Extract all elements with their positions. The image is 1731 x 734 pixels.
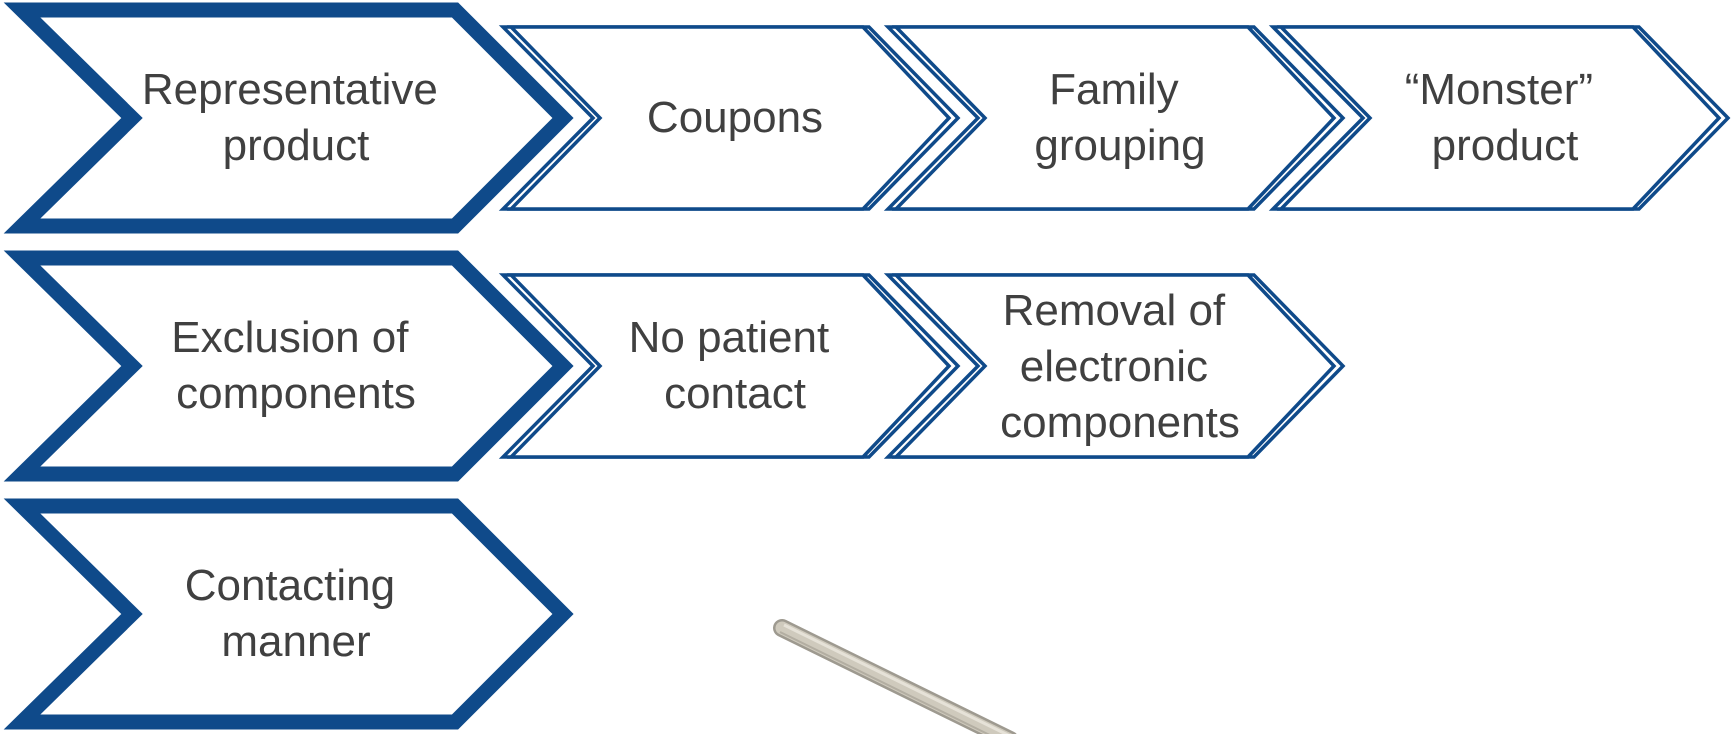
rod-device-photo [773, 619, 1017, 734]
chevron-exclusion-of-components: Exclusion of components [3, 250, 574, 482]
chevron-label-line: components [1000, 398, 1240, 447]
svg-text:No patient contact: No patient contact [629, 313, 842, 418]
chevron-label-line: product [223, 121, 370, 170]
svg-text:Removal of electronic: Removal of electronic components [1000, 286, 1240, 447]
chevron-label-line: Contacting [185, 561, 395, 610]
svg-text:Exclusion of components: Exclusion of components [171, 313, 420, 418]
svg-text:Contacting manner: Contacting manner [185, 561, 408, 666]
chevron-label-line: grouping [1034, 121, 1205, 170]
chevron-label-line: manner [221, 617, 370, 666]
chevron-no-patient-contact: No patient contact [498, 273, 961, 459]
svg-text:Representative product: Representative product [142, 65, 450, 170]
chevron-label-line: Representative [142, 65, 438, 114]
chevron-representative-product: Representative product [3, 2, 574, 234]
chevron-contacting-manner: Contacting manner [3, 498, 574, 730]
chevron-label-line: “Monster” [1405, 65, 1593, 114]
chevron-label-line: product [1432, 121, 1579, 170]
chevron-family-grouping: Family grouping [883, 25, 1346, 211]
chevron-removal-of-electronic-components: Removal of electronic components [883, 273, 1346, 459]
chevron-label-line: components [176, 369, 416, 418]
chevron-label-line: Exclusion of [171, 313, 409, 362]
svg-text:“Monster” product: “Monster” product [1405, 65, 1605, 170]
chevron-label-line: electronic [1020, 342, 1208, 391]
chevron-label-line: Family [1049, 65, 1179, 114]
chevron-label-line: No patient [629, 313, 830, 362]
chevron-label-line: contact [664, 369, 806, 418]
chevron-label-line: Removal of [1003, 286, 1226, 335]
chevron-coupons: Coupons [498, 25, 961, 211]
chevron-label-line: Coupons [647, 93, 823, 142]
svg-text:Coupons: Coupons [647, 93, 823, 142]
chevron-monster-product: “Monster” product [1268, 25, 1731, 211]
svg-text:Family grouping: Family grouping [1034, 65, 1205, 170]
